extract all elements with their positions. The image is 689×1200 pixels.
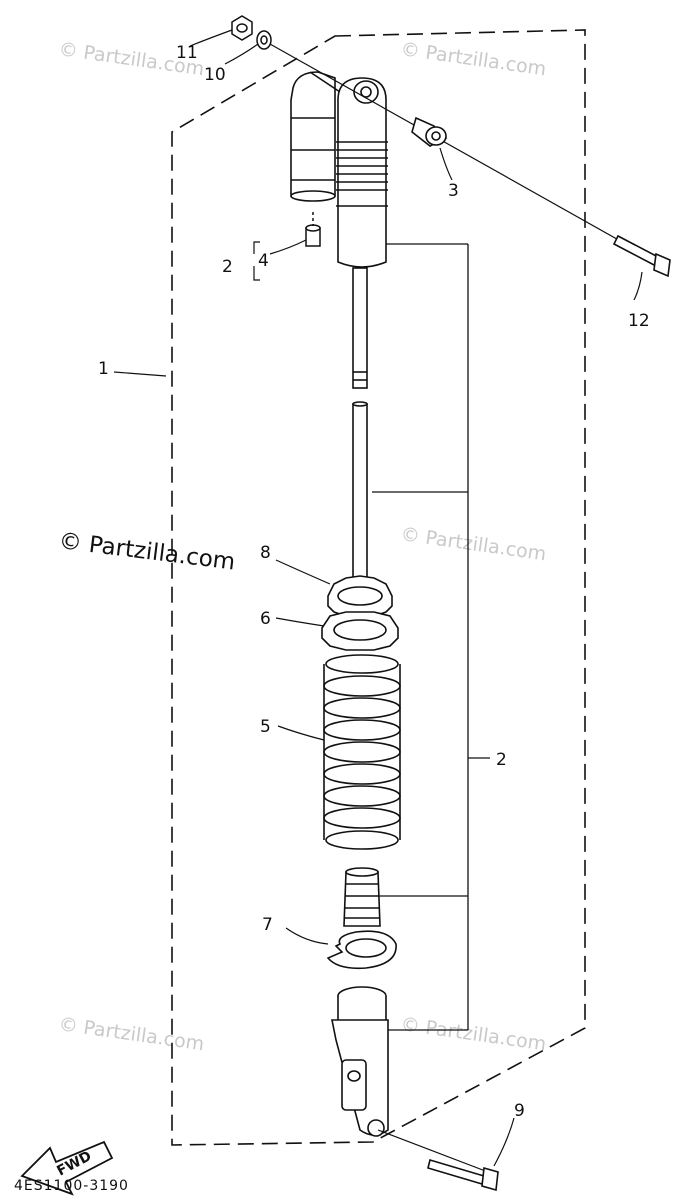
callout-5: 5	[260, 717, 271, 737]
callout-11: 11	[176, 43, 198, 63]
watermark-main: © Partzilla.com	[57, 528, 236, 575]
callout-1: 1	[98, 359, 109, 379]
part-9-bolt	[427, 1158, 499, 1192]
bump-stop	[343, 867, 381, 927]
watermark-bottom-left: © Partzilla.com	[57, 1013, 205, 1055]
watermark-top-right: © Partzilla.com	[399, 38, 547, 80]
part-5-spring	[323, 654, 401, 850]
callout-12: 12	[628, 311, 650, 331]
mount-axis-bottom	[377, 1129, 489, 1173]
callout-8: 8	[260, 543, 271, 563]
shock-lower-clevis	[331, 986, 389, 1137]
callout-2-upper: 2	[222, 257, 233, 277]
callout-numbers: 11 10 3 2 4 12 1 8 6 5 2 7 9	[98, 43, 650, 1121]
watermark-bottom-right: © Partzilla.com	[399, 1013, 547, 1055]
assembly-boundary	[171, 29, 586, 1146]
callout-2-right: 2	[496, 750, 507, 770]
part-6-adjuster-nut	[321, 611, 399, 651]
part-8-locknut	[327, 575, 393, 617]
watermark-mid-right: © Partzilla.com	[399, 523, 547, 565]
leader-lines	[113, 29, 643, 1167]
part-12-bolt	[612, 234, 671, 278]
drawing-code: 4ES1100-3190	[14, 1178, 129, 1194]
part-7-spring-guide	[326, 930, 397, 970]
callout-7: 7	[262, 915, 273, 935]
shock-upper-body	[290, 71, 388, 389]
part-3-bushing	[411, 116, 448, 147]
callout-6: 6	[260, 609, 271, 629]
callout-3: 3	[448, 181, 459, 201]
part-11-nut	[231, 15, 253, 41]
forward-direction-arrow: FWD	[20, 1140, 114, 1196]
callout-4: 4	[258, 251, 269, 271]
mount-axis-top	[269, 43, 641, 253]
shock-piston-rod	[352, 401, 368, 585]
sub-assembly-bracket	[372, 243, 490, 1031]
callout-10: 10	[204, 65, 226, 85]
part-4-valve	[305, 212, 321, 247]
part-10-washer	[256, 30, 272, 50]
callout-9: 9	[514, 1101, 525, 1121]
